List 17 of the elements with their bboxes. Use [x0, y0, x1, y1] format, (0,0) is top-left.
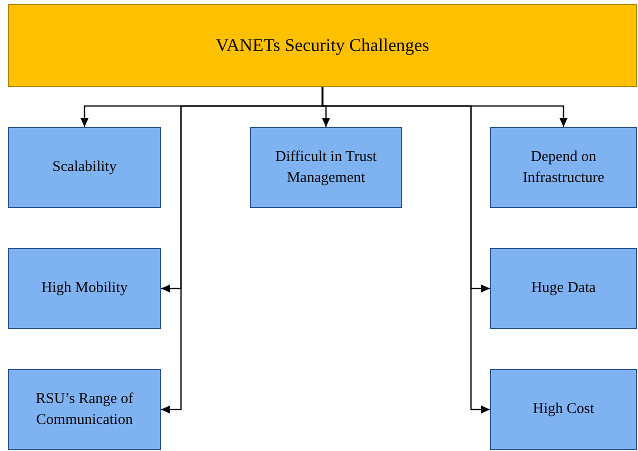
arrow — [322, 87, 490, 414]
title-box — [8, 4, 637, 87]
challenge-label: High Mobility — [41, 279, 128, 298]
challenge-box — [250, 127, 402, 208]
challenge-label: Difficult in Trust Management — [274, 148, 378, 188]
challenge-label: Depend on Infrastructure — [522, 148, 606, 188]
challenge-box — [490, 248, 637, 329]
challenge-label: Scalability — [52, 158, 117, 177]
challenge-label: Huge Data — [531, 279, 596, 298]
challenge-box — [490, 369, 637, 450]
challenge-box — [8, 369, 161, 450]
challenge-box — [490, 127, 637, 208]
challenge-box — [8, 248, 161, 329]
title-text: VANETs Security Challenges — [216, 34, 430, 57]
challenge-label: RSU’s Range of Communication — [34, 390, 134, 430]
challenge-box — [8, 127, 161, 208]
challenge-label: High Cost — [532, 400, 594, 419]
